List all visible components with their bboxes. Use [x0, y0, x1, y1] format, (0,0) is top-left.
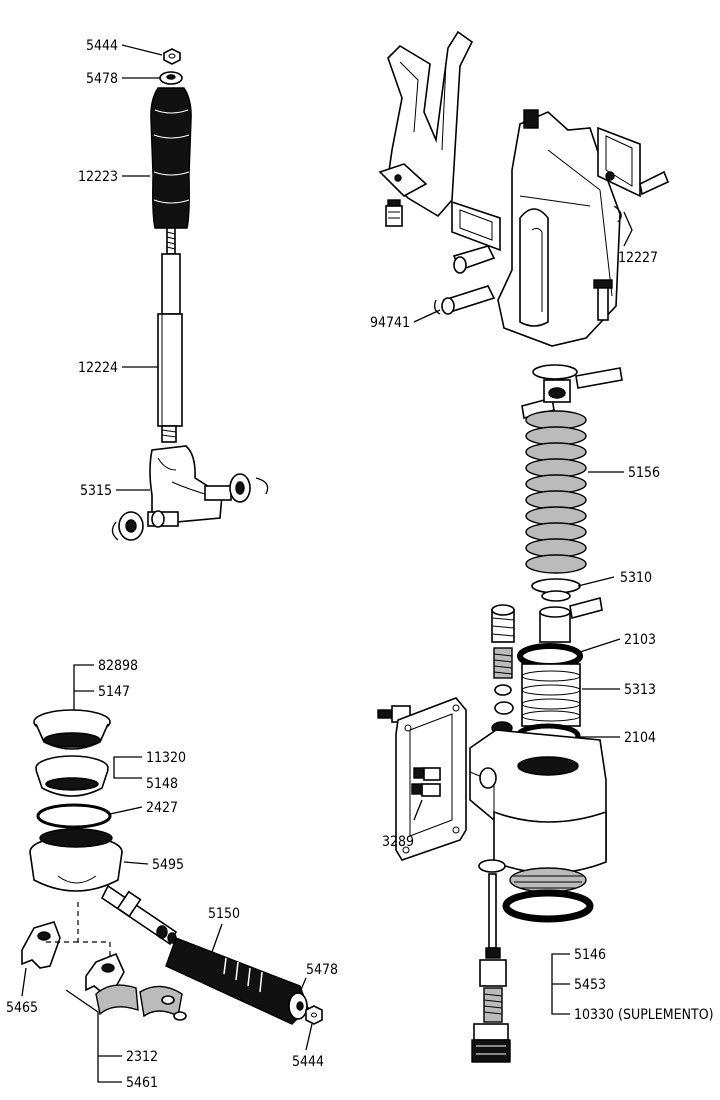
label-5156: 5156 — [628, 465, 660, 481]
part-lever-yoke-5315 — [111, 445, 269, 541]
part-piston-5313 — [521, 663, 581, 727]
part-handle-stem — [100, 884, 178, 946]
label-5478-top: 5478 — [86, 71, 118, 87]
part-nut-5444-top — [163, 48, 181, 65]
part-pin-small — [521, 367, 623, 419]
part-spring-5156[interactable] — [525, 410, 587, 574]
label-2104: 2104 — [624, 730, 656, 746]
part-handle-5150 — [165, 937, 309, 1025]
label-5150: 5150 — [208, 906, 240, 922]
label-5313: 5313 — [624, 682, 656, 698]
part-shower-screen-5146 — [502, 867, 594, 923]
part-spring-cap — [532, 364, 578, 403]
label-5465: 5465 — [6, 1000, 38, 1016]
part-filter-basket-5148 — [35, 755, 109, 797]
part-oring-2103 — [517, 643, 583, 669]
leader-lines — [21, 44, 633, 1083]
label-12224: 12224 — [78, 360, 118, 376]
label-5315: 5315 — [80, 483, 112, 499]
label-2427: 2427 — [146, 800, 178, 816]
part-handle-grip-12223 — [150, 87, 192, 229]
label-5495: 5495 — [152, 857, 184, 873]
part-valve-stem — [471, 859, 511, 1063]
part-screws-3289 — [411, 767, 441, 797]
part-threaded-stud — [166, 227, 176, 255]
label-5310: 5310 — [620, 570, 652, 586]
part-screw-bracket — [385, 199, 403, 227]
label-12227: 12227 — [618, 250, 658, 266]
portafilter-assembly — [21, 709, 323, 1025]
label-5148: 5148 — [146, 776, 178, 792]
part-washer-5310 — [531, 578, 603, 619]
part-valve-column-left — [491, 604, 515, 735]
label-5444-bottom: 5444 — [292, 1054, 324, 1070]
label-5146: 5146 — [574, 947, 606, 963]
group-head-assembly — [377, 30, 670, 1063]
label-3289: 3289 — [382, 834, 414, 850]
part-nut-5444-bottom — [305, 1005, 323, 1025]
label-2312: 2312 — [126, 1049, 158, 1065]
label-10330: 10330 (SUPLEMENTO) — [574, 1007, 714, 1023]
label-11320: 11320 — [146, 750, 186, 766]
part-spout-5465 — [21, 921, 61, 969]
part-bracket-plate — [451, 200, 501, 252]
dashed-leader — [46, 902, 111, 956]
part-labels: 5444 5478 12223 12224 5315 12227 94741 5… — [6, 38, 714, 1091]
part-filter-basket-5147 — [33, 709, 111, 750]
part-pin-94741 — [434, 245, 496, 315]
label-5147: 5147 — [98, 684, 130, 700]
part-bracket-fork — [378, 30, 474, 218]
part-screw-body — [593, 279, 613, 321]
lever-handle-assembly — [111, 48, 269, 541]
label-94741: 94741 — [370, 315, 410, 331]
part-washer-5478-top — [159, 71, 183, 85]
label-82898: 82898 — [98, 658, 138, 674]
label-12223: 12223 — [78, 169, 118, 185]
label-5461: 5461 — [126, 1075, 158, 1091]
label-5453: 5453 — [574, 977, 606, 993]
part-piston-rod — [539, 606, 571, 643]
part-group-body-casting — [497, 109, 670, 347]
part-group-housing — [469, 729, 607, 874]
label-5444-top: 5444 — [86, 38, 118, 54]
part-portafilter-body-5495 — [29, 828, 123, 892]
part-spring-clip-2427 — [36, 803, 112, 829]
part-clip-2312 — [95, 984, 187, 1021]
label-5478-bottom: 5478 — [306, 962, 338, 978]
part-rod-12224 — [157, 253, 183, 443]
label-2103: 2103 — [624, 632, 656, 648]
